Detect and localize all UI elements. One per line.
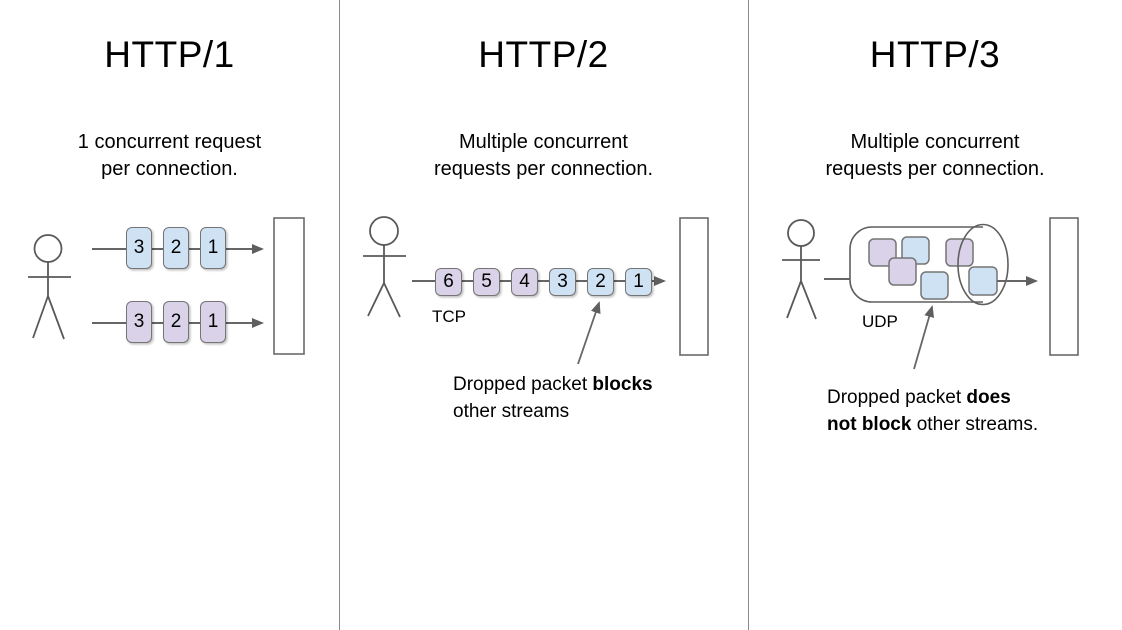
server-box-http1 — [273, 217, 305, 355]
packet-square-blue-3 — [968, 266, 998, 296]
annotation-line: not block other streams. — [827, 414, 1039, 435]
server-box-http2 — [679, 217, 709, 356]
figure-head — [369, 216, 399, 246]
server-box-http3 — [1049, 217, 1079, 356]
annotation-line: Dropped packet does — [827, 387, 1011, 408]
figure-head — [33, 234, 63, 263]
dropped-packet-arrow-http2 — [577, 301, 601, 365]
figure-head — [787, 219, 815, 247]
annotation-http2: Dropped packet blocks other streams — [453, 371, 653, 425]
packet-box: 1 — [200, 227, 226, 269]
protocol-label-udp: UDP — [862, 312, 898, 331]
tunnel-packets — [868, 236, 974, 300]
packet-box: 5 — [473, 268, 500, 296]
annotation-line: Dropped packet blocks — [453, 374, 653, 395]
figure-body — [363, 245, 406, 318]
packet-box: 2 — [163, 301, 189, 343]
subtitle-http2: Multiple concurrent requests per connect… — [433, 131, 654, 180]
title-http3: HTTP/3 — [869, 34, 1001, 75]
title-http2: HTTP/2 — [478, 34, 609, 75]
title-http1: HTTP/1 — [104, 34, 235, 75]
packet-box: 6 — [435, 268, 462, 296]
annotation-line: other streams — [453, 401, 570, 422]
protocol-label-tcp: TCP — [432, 307, 466, 326]
client-stick-figure-http1 — [28, 234, 71, 340]
packet-box: 1 — [200, 301, 226, 343]
column-divider-1 — [339, 0, 340, 630]
subtitle-http3: Multiple concurrent requests per connect… — [825, 131, 1045, 180]
packet-square-blue-2 — [920, 271, 949, 300]
packet-box: 2 — [163, 227, 189, 269]
packet-box: 4 — [511, 268, 538, 296]
packet-box: 3 — [549, 268, 576, 296]
packet-box: 2 — [587, 268, 614, 296]
packet-box: 1 — [625, 268, 652, 296]
column-divider-2 — [748, 0, 749, 630]
figure-body — [782, 246, 820, 320]
packet-box: 3 — [126, 227, 152, 269]
packet-square-purple-2 — [888, 257, 917, 286]
packet-square-purple-1 — [868, 238, 897, 267]
packet-box: 3 — [126, 301, 152, 343]
dropped-packet-arrow-http3 — [913, 305, 935, 370]
subtitle-http1: 1 concurrent request per connection. — [77, 131, 262, 180]
annotation-http3: Dropped packet does not block other stre… — [827, 384, 1038, 438]
tunnel-open-end-ellipse — [957, 223, 1009, 306]
udp-tunnel-body — [849, 226, 983, 303]
figure-body — [28, 262, 71, 340]
client-stick-figure-http2 — [363, 216, 406, 318]
client-stick-figure-http3 — [782, 219, 820, 320]
